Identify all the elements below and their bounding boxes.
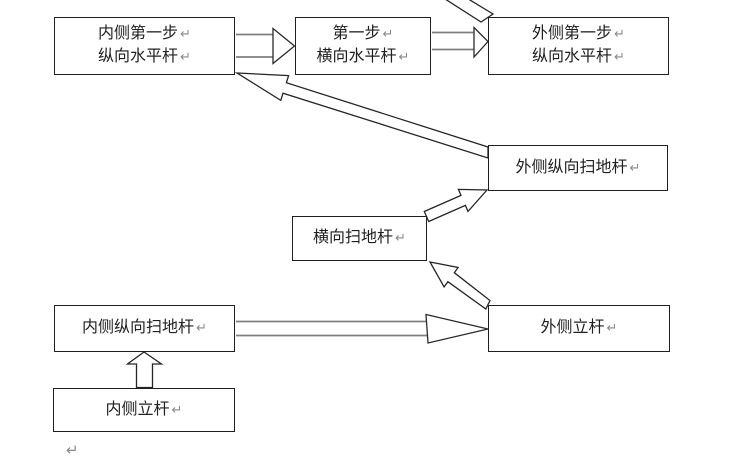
arrow-first-transverse-to-outer-first[interactable] [432, 25, 489, 59]
return-mark-icon: ↵ [196, 321, 207, 336]
return-mark-icon: ↵ [171, 402, 183, 418]
return-mark-icon: ↵ [614, 50, 625, 65]
arrow-inner-sweep-to-outer-upright[interactable] [236, 313, 489, 344]
return-mark-icon: ↵ [629, 160, 641, 176]
node-label-line: 第一步↵ [332, 25, 394, 42]
return-mark-icon: ↵ [180, 50, 191, 65]
node-inner-longitudinal-sweep-rod[interactable]: 内侧纵向扫地杆↵ [54, 305, 235, 352]
node-label-line: 外侧第一步↵ [532, 25, 625, 42]
node-label-line: 纵向水平杆↵ [98, 48, 191, 65]
node-outer-first-step-longitudinal-rail[interactable]: 外侧第一步↵ 纵向水平杆↵ [488, 17, 669, 75]
node-label-line: 横向扫地杆↵ [313, 229, 406, 246]
node-outer-longitudinal-sweep-rod[interactable]: 外侧纵向扫地杆↵ [488, 145, 668, 191]
node-label-line: 外侧立杆↵ [540, 319, 618, 336]
return-mark-icon: ↵ [395, 231, 406, 246]
arrow-outer-upright-to-transverse-sweep[interactable] [428, 261, 491, 310]
node-inner-upright-pole[interactable]: 内侧立杆↵ [53, 388, 235, 432]
node-label-line: 内侧纵向扫地杆↵ [82, 319, 207, 336]
return-mark-icon: ↵ [180, 27, 191, 42]
arrow-transverse-sweep-to-outer-sweep[interactable] [423, 188, 489, 223]
paragraph-return-mark-icon: ↵ [66, 441, 79, 459]
node-label-line: 纵向水平杆↵ [532, 48, 625, 65]
return-mark-icon: ↵ [606, 321, 618, 336]
node-transverse-sweep-rod[interactable]: 横向扫地杆↵ [292, 216, 427, 261]
node-outer-upright-pole[interactable]: 外侧立杆↵ [488, 305, 670, 352]
return-mark-icon: ↵ [382, 27, 394, 42]
arrow-inner-first-to-first-transverse[interactable] [236, 27, 296, 65]
node-label-line: 横向水平杆↵ [316, 48, 410, 65]
node-label-line: 外侧纵向扫地杆↵ [515, 158, 641, 176]
node-label-line: 内侧第一步↵ [98, 25, 191, 42]
node-label-line: 内侧立杆↵ [105, 400, 183, 418]
return-mark-icon: ↵ [614, 27, 625, 42]
node-first-step-transverse-rail[interactable]: 第一步↵ 横向水平杆↵ [295, 17, 431, 75]
return-mark-icon: ↵ [398, 50, 410, 65]
node-inner-first-step-longitudinal-rail[interactable]: 内侧第一步↵ 纵向水平杆↵ [54, 17, 235, 75]
arrow-inner-upright-to-inner-sweep[interactable] [125, 351, 164, 389]
arrow-outer-sweep-to-inner-first[interactable] [234, 72, 489, 159]
arrow-outer-first-to-offscreen-top[interactable] [442, 0, 495, 23]
